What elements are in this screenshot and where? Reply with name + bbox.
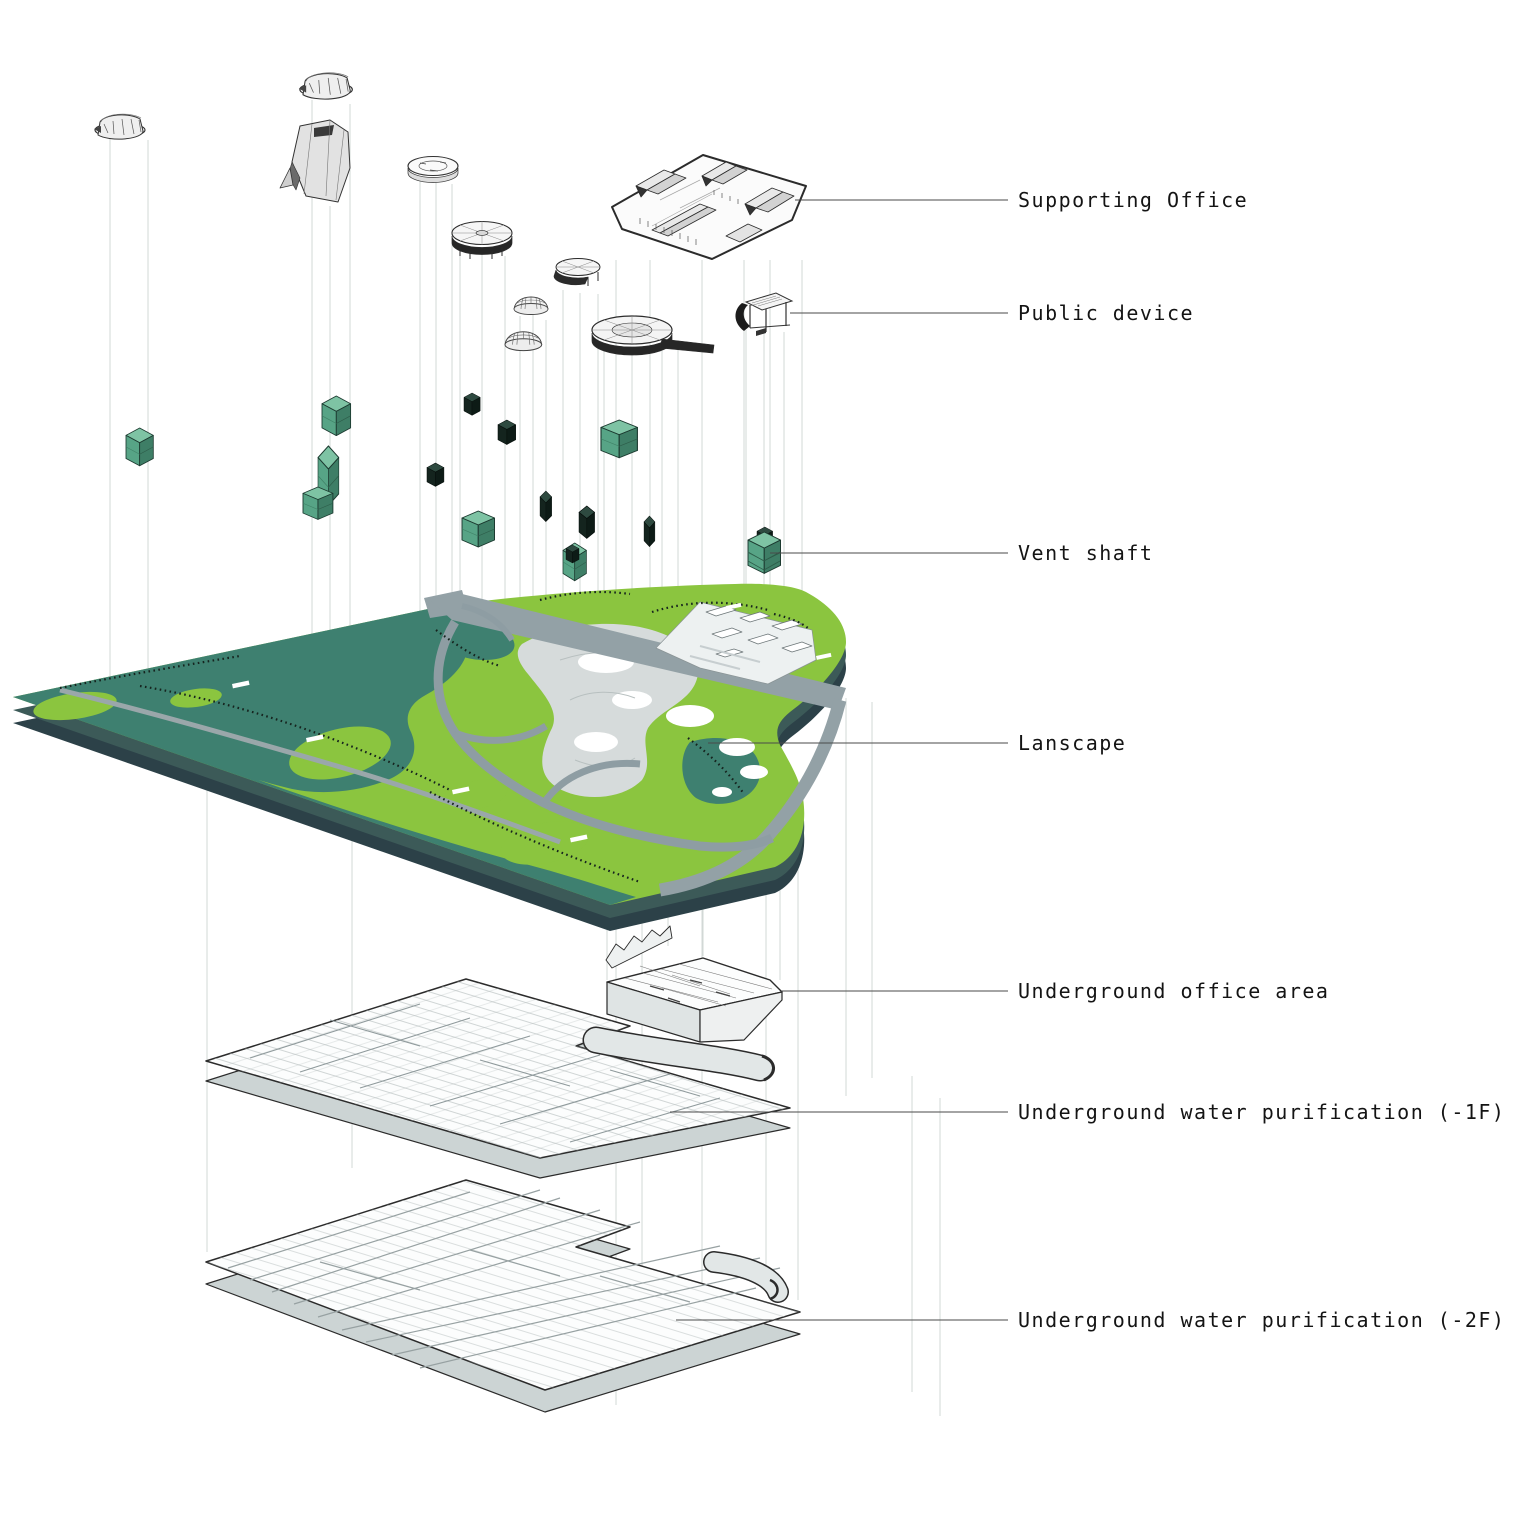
plate-building-plan <box>655 601 817 685</box>
sawtooth-roof <box>605 925 673 969</box>
pavilion-small-left <box>93 113 146 140</box>
label-underground-office-area: Underground office area <box>1018 979 1330 1003</box>
label-public-device: Public device <box>1018 301 1195 325</box>
label-underground-water-purification-1f: Underground water purification (-1F) <box>1018 1100 1506 1124</box>
ring-pavilion-flat <box>407 155 459 183</box>
slab-1f-arm <box>582 1026 775 1082</box>
leader-lines <box>670 199 1008 1321</box>
pond-white-pools <box>574 651 768 797</box>
underground-office-model <box>605 925 783 1043</box>
slab-minus-1f <box>205 978 791 1179</box>
vent-shaft-boxes <box>125 392 781 582</box>
white-path-markers <box>232 602 832 843</box>
ring-platform-large <box>451 220 513 259</box>
dome-tent-2 <box>504 331 543 352</box>
dome-tent-1 <box>513 296 549 315</box>
label-lanscape: Lanscape <box>1018 731 1127 755</box>
supporting-office-model <box>611 154 807 260</box>
tower-structure <box>279 119 351 203</box>
park-roads <box>59 590 847 897</box>
label-supporting-office: Supporting Office <box>1018 188 1249 212</box>
pavilion-small-upper <box>298 72 353 100</box>
public-device-model <box>735 292 794 336</box>
tree-stipples <box>59 590 809 884</box>
landscape-plate <box>13 583 847 931</box>
vent-shaft-labeled-box <box>747 526 781 574</box>
label-vent-shaft: Vent shaft <box>1018 541 1154 565</box>
ring-platform-small <box>553 258 601 286</box>
slab-2f-hook <box>703 1251 789 1303</box>
purification-basins <box>227 1189 781 1369</box>
slab-minus-2f <box>205 1179 801 1413</box>
label-underground-water-purification-2f: Underground water purification (-2F) <box>1018 1308 1506 1332</box>
ring-platform-with-arm <box>591 315 715 356</box>
wetland-pond <box>517 623 699 798</box>
